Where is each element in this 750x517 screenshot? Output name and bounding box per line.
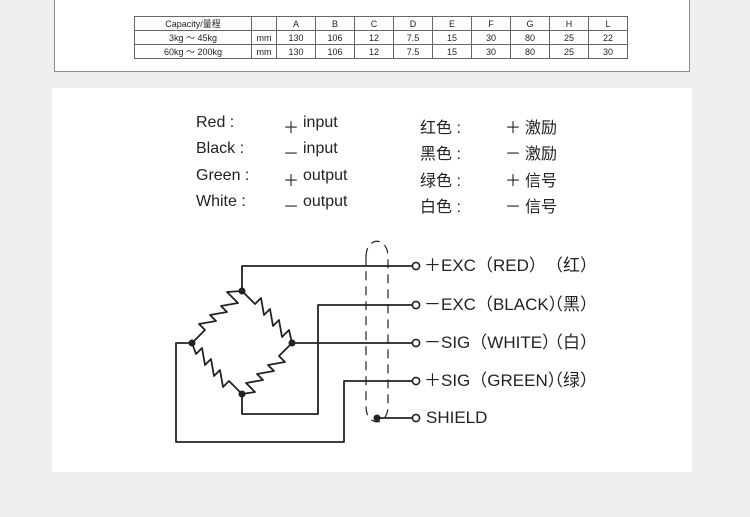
terminal-cn-label: （黑） [546,295,597,314]
terminal-cn-label: （红） [546,256,597,275]
legend-en-sign: － [283,146,300,163]
terminal-ring [411,261,421,271]
legend-en-role: output [303,193,348,210]
shield-cable-outline [365,240,389,423]
terminal-label-sig-green: ＋SIG（GREEN） [424,371,565,390]
table-cell: 60kg ～ 200kg [134,44,252,59]
table-cell: 30 [588,44,628,59]
terminal-cn-label: （白） [546,333,597,352]
legend-cn-color: 绿色 : [420,173,461,190]
junction-dot [288,339,296,347]
legend-cn-role: 信号 [525,173,558,190]
terminal-cn-label: （绿） [546,371,597,390]
terminal-label-exc-black: －EXC（BLACK） [424,295,566,314]
table-cell: 30 [471,44,511,59]
terminal-ring [411,300,421,310]
legend-en-role: input [303,140,338,157]
terminal-label-sig-white: －SIG（WHITE） [424,333,560,352]
legend-cn-sign: ＋ [505,173,522,190]
legend-en-sign: － [283,199,300,216]
legend-en-sign: ＋ [283,120,300,137]
legend-en-role: output [303,167,348,184]
terminal-ring [411,338,421,348]
capacity-spec-table: Capacity/量程 A B C D E F G H L 3kg ～ 45kg… [134,16,628,59]
legend-en-sign: ＋ [283,173,300,190]
legend-en-color: Green : [196,167,250,184]
wire-exc-black [241,304,412,415]
terminal-ring [411,376,421,386]
junction-dot [188,339,196,347]
table-row: 60kg ～ 200kg mm 130 106 12 7.5 15 30 80 … [134,44,628,59]
table-cell: 7.5 [393,44,433,59]
terminal-label-exc-red: ＋EXC（RED） [424,256,546,275]
legend-cn-role: 激励 [525,146,558,163]
terminal-ring [411,413,421,423]
junction-dot [373,414,381,422]
terminal-label-shield: SHIELD [426,408,488,427]
legend-cn-sign: ＋ [505,120,522,137]
junction-dot [238,390,246,398]
legend-cn-sign: － [505,199,522,216]
legend-en-color: Black : [196,140,245,157]
wire-sig-green [175,342,412,443]
bridge-resistor-top-left [191,290,243,344]
bridge-resistor-bottom-left [191,342,243,395]
legend-cn-role: 信号 [525,199,558,216]
legend-en-role: input [303,114,338,131]
bridge-resistor-top-right [241,290,293,344]
legend-cn-color: 黑色 : [420,146,461,163]
legend-en-color: Red : [196,114,235,131]
legend-cn-color: 白色 : [420,199,461,216]
junction-dot [238,287,246,295]
legend-cn-color: 红色 : [420,120,461,137]
legend-en-color: White : [196,193,246,210]
legend-cn-role: 激励 [525,120,558,137]
legend-cn-sign: － [505,146,522,163]
wire-exc-red [241,265,412,291]
bridge-resistor-bottom-right [241,342,293,395]
wiring-panel [52,88,692,472]
